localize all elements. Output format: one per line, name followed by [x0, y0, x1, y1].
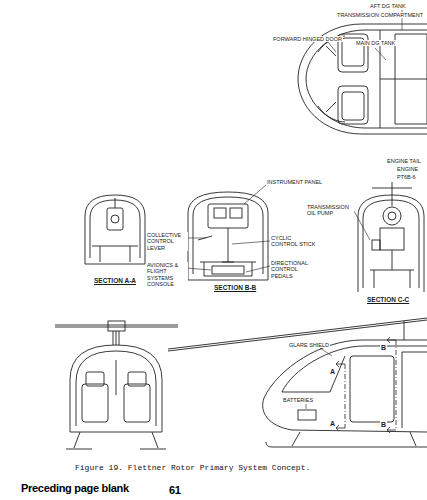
part-label: FORWARD HINGED DOOR: [272, 36, 343, 42]
part-label: TRANSMISSION OIL PUMP: [306, 204, 354, 217]
section-b-b: [188, 192, 268, 280]
section-title: SECTION B-B: [213, 284, 257, 291]
part-label: COLLECTIVE CONTROL LEVER: [146, 232, 188, 251]
front-view: [55, 321, 178, 449]
part-label: TRANSMISSION COMPARTMENT: [336, 12, 424, 18]
part-label: AVIONICS & FLIGHT SYSTEMS CONSOLE: [146, 262, 188, 287]
section-marker: A: [329, 420, 336, 428]
part-label: ENGINE TAIL: [386, 158, 422, 164]
part-label: MAIN DG TANK: [355, 40, 396, 46]
page-note: Preceding page blank: [20, 482, 130, 495]
part-label: INSTRUMENT PANEL: [266, 179, 323, 185]
part-label: GLARE SHIELD: [288, 342, 330, 348]
section-marker: B: [380, 421, 387, 429]
leader-lines: [186, 185, 370, 272]
section-title: SECTION C-C: [366, 296, 410, 303]
side-view: [168, 318, 427, 447]
section-marker: A: [329, 368, 336, 376]
part-label: ENGINE: [396, 166, 419, 172]
section-marker: B: [380, 344, 387, 352]
part-label: AFT DG TANK: [369, 3, 407, 9]
section-lines: [345, 340, 396, 430]
part-label: DIRECTIONAL CONTROL PEDALS: [270, 260, 318, 279]
section-c-c: [358, 182, 424, 292]
section-arrows: [336, 337, 396, 433]
part-label: PT6B-6: [396, 174, 417, 180]
figure-caption: Figure 19. Flettner Rotor Primary System…: [75, 463, 310, 472]
part-label: BATTERIES: [282, 397, 314, 403]
section-a-a: [85, 195, 145, 264]
page-number: 61: [168, 484, 182, 497]
part-label: CYCLIC CONTROL STICK: [270, 235, 318, 248]
section-title: SECTION A-A: [93, 277, 137, 284]
